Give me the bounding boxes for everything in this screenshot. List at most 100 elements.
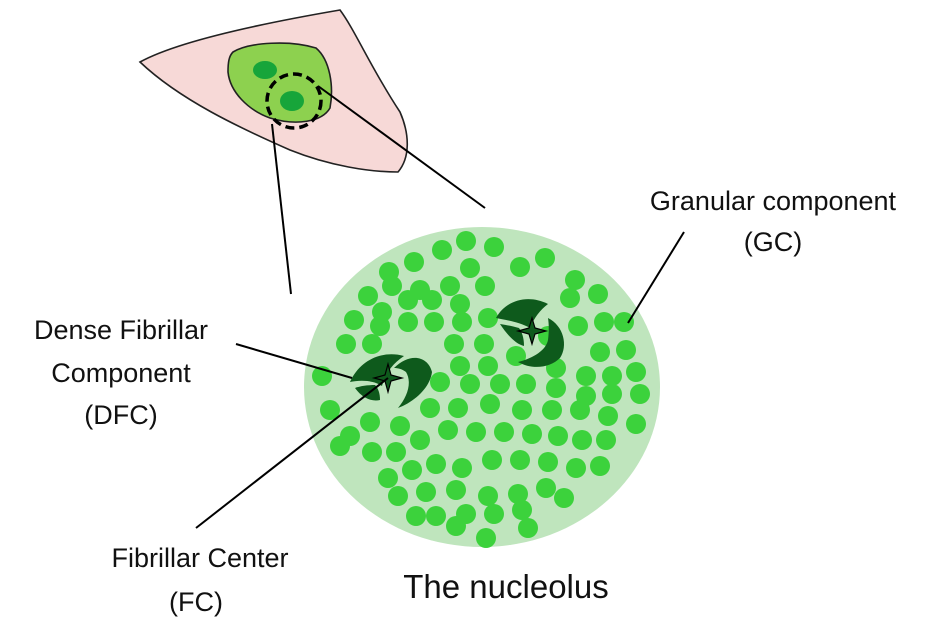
granule bbox=[536, 478, 556, 498]
granule bbox=[512, 500, 532, 520]
granule bbox=[398, 290, 418, 310]
granule bbox=[598, 406, 618, 426]
granule bbox=[466, 422, 486, 442]
granule bbox=[626, 414, 646, 434]
granule bbox=[450, 294, 470, 314]
granule bbox=[446, 480, 466, 500]
granule bbox=[426, 506, 446, 526]
granule bbox=[410, 430, 430, 450]
granule bbox=[542, 400, 562, 420]
granule bbox=[570, 400, 590, 420]
granule bbox=[614, 312, 634, 332]
gc-pointer-line bbox=[628, 232, 684, 323]
cell-illustration bbox=[140, 10, 407, 172]
granule bbox=[448, 398, 468, 418]
granule bbox=[482, 450, 502, 470]
granule bbox=[370, 316, 390, 336]
granule bbox=[616, 340, 636, 360]
granule bbox=[474, 334, 494, 354]
granule bbox=[490, 374, 510, 394]
granule bbox=[538, 452, 558, 472]
granule bbox=[362, 334, 382, 354]
granule bbox=[452, 312, 472, 332]
dfc-label-line2: Component bbox=[51, 358, 191, 388]
granule bbox=[566, 458, 586, 478]
gc-label-line2: (GC) bbox=[744, 227, 802, 257]
granule bbox=[424, 312, 444, 332]
granule bbox=[476, 528, 496, 548]
granule bbox=[416, 482, 436, 502]
dfc-label-line3: (DFC) bbox=[84, 400, 157, 430]
granule bbox=[602, 384, 622, 404]
granule bbox=[440, 276, 460, 296]
granule bbox=[512, 400, 532, 420]
granule bbox=[590, 456, 610, 476]
granule bbox=[588, 284, 608, 304]
granule bbox=[432, 240, 452, 260]
granule bbox=[390, 416, 410, 436]
granule bbox=[406, 506, 426, 526]
granule bbox=[378, 468, 398, 488]
granule bbox=[602, 366, 622, 386]
granule bbox=[362, 442, 382, 462]
granule bbox=[426, 454, 446, 474]
granule bbox=[460, 258, 480, 278]
nucleolus-selected bbox=[280, 91, 304, 111]
granule bbox=[330, 436, 350, 456]
granule bbox=[360, 412, 380, 432]
granule bbox=[446, 516, 466, 536]
fc-label-line1: Fibrillar Center bbox=[111, 543, 288, 573]
granule bbox=[484, 504, 504, 524]
granule bbox=[576, 366, 596, 386]
nucleolus-small bbox=[253, 61, 277, 79]
granule bbox=[596, 430, 616, 450]
granule bbox=[475, 276, 495, 296]
granule bbox=[402, 460, 422, 480]
granule bbox=[594, 312, 614, 332]
granule bbox=[480, 394, 500, 414]
granule bbox=[572, 430, 592, 450]
granule bbox=[438, 420, 458, 440]
granule bbox=[336, 334, 356, 354]
granule bbox=[516, 374, 536, 394]
granule bbox=[444, 334, 464, 354]
granule bbox=[626, 362, 646, 382]
granule bbox=[430, 372, 450, 392]
granule bbox=[404, 252, 424, 272]
granule bbox=[565, 270, 585, 290]
granule bbox=[386, 442, 406, 462]
granule bbox=[344, 310, 364, 330]
granule bbox=[568, 316, 588, 336]
granule bbox=[484, 237, 504, 257]
granule bbox=[590, 342, 610, 362]
granule bbox=[452, 458, 472, 478]
granule bbox=[422, 290, 442, 310]
granule bbox=[560, 288, 580, 308]
granule bbox=[460, 374, 480, 394]
granule bbox=[535, 248, 555, 268]
granule bbox=[478, 308, 498, 328]
granule bbox=[510, 257, 530, 277]
granule bbox=[522, 424, 542, 444]
granule bbox=[456, 231, 476, 251]
granule bbox=[450, 356, 470, 376]
fc-label-line2: (FC) bbox=[169, 587, 223, 617]
gc-label-line1: Granular component bbox=[650, 186, 897, 216]
granule bbox=[478, 356, 498, 376]
granule bbox=[518, 518, 538, 538]
diagram-title: The nucleolus bbox=[403, 568, 608, 605]
granule bbox=[630, 384, 650, 404]
granule bbox=[420, 398, 440, 418]
granule bbox=[548, 426, 568, 446]
dfc-label-line1: Dense Fibrillar bbox=[34, 315, 208, 345]
granule bbox=[546, 378, 566, 398]
granule bbox=[382, 276, 402, 296]
granule bbox=[478, 486, 498, 506]
granule bbox=[398, 312, 418, 332]
granule bbox=[388, 486, 408, 506]
granule bbox=[510, 450, 530, 470]
granule bbox=[494, 422, 514, 442]
granule bbox=[554, 488, 574, 508]
granule bbox=[358, 286, 378, 306]
